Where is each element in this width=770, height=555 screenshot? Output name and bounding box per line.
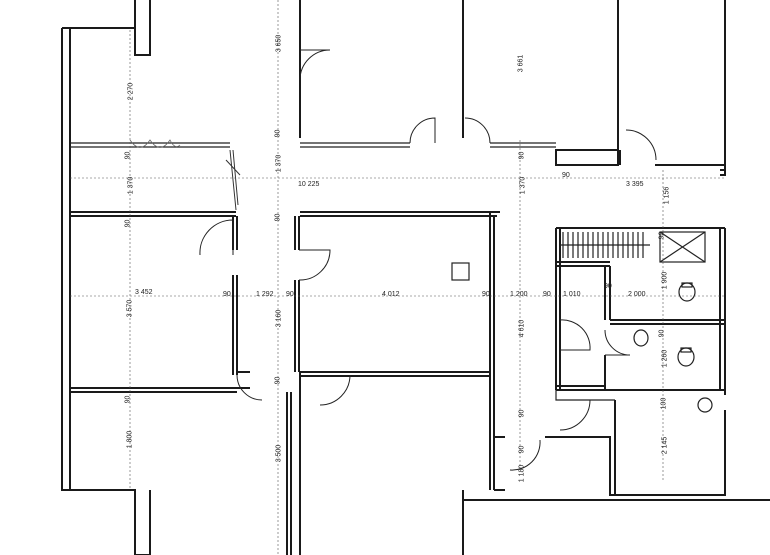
dim-label: 90 — [658, 231, 666, 240]
dim-label: 90 — [518, 409, 526, 418]
dim-label: 3 500 — [275, 444, 283, 463]
dim-label: 100 — [660, 397, 668, 410]
dim-label: 3 661 — [517, 54, 525, 73]
shaft-box — [659, 231, 706, 263]
dim-label: 2 270 — [127, 82, 135, 101]
pencil-scribble-2 — [129, 139, 181, 148]
dim-label: 10 225 — [298, 181, 320, 188]
dim-label: 90 — [223, 291, 231, 298]
dim-label: 90 — [124, 219, 132, 228]
dim-label: 2 000 — [628, 291, 646, 298]
dim-label: 90 — [518, 445, 526, 454]
dim-label: 1 800 — [126, 430, 134, 449]
dim-label: 1 370 — [275, 154, 283, 173]
interior-walls — [70, 212, 726, 555]
dim-label: 2 145 — [661, 436, 669, 455]
dim-label: 1 370 — [127, 176, 135, 195]
dim-label: 90 — [562, 172, 570, 179]
dim-label: 1 200 — [510, 291, 528, 298]
dim-label: 90 — [286, 291, 294, 298]
dim-label: 1 010 — [563, 291, 581, 298]
dim-label: 90 — [543, 291, 551, 298]
dim-label: 90 — [124, 151, 132, 160]
outer-walls — [61, 0, 770, 555]
dim-label: 3 395 — [626, 181, 644, 188]
dim-label: 90 — [274, 129, 282, 138]
dim-label: 4 610 — [518, 319, 526, 338]
dim-label: 4 012 — [382, 291, 400, 298]
dimension-lines — [70, 0, 725, 555]
dim-label: 3 650 — [275, 34, 283, 53]
dim-label: 90 — [482, 291, 490, 298]
dim-label: 3 452 — [135, 289, 153, 296]
dim-label: 90 — [274, 376, 282, 385]
dim-label: 90 — [604, 283, 612, 290]
dim-label: 3 160 — [275, 309, 283, 328]
dim-label: 1 900 — [661, 271, 669, 290]
toilet-fixtures — [633, 282, 713, 413]
column-marker — [451, 262, 470, 281]
dim-label: 1 370 — [519, 176, 527, 195]
dim-label: 90 — [274, 213, 282, 222]
dim-label: 90 — [124, 395, 132, 404]
corridor-walls — [70, 142, 556, 217]
dim-label: 1 156 — [663, 186, 671, 205]
dim-label: 90 — [518, 151, 526, 160]
dim-label: 3 570 — [126, 299, 134, 318]
pencil-scribble — [225, 149, 241, 211]
dim-label: 1 292 — [256, 291, 274, 298]
dim-label: 90 — [658, 329, 666, 338]
dim-label: 1 180 — [518, 464, 526, 483]
door-swings — [199, 49, 657, 471]
stair-hatch — [560, 232, 650, 258]
dim-label: 1 260 — [661, 349, 669, 368]
